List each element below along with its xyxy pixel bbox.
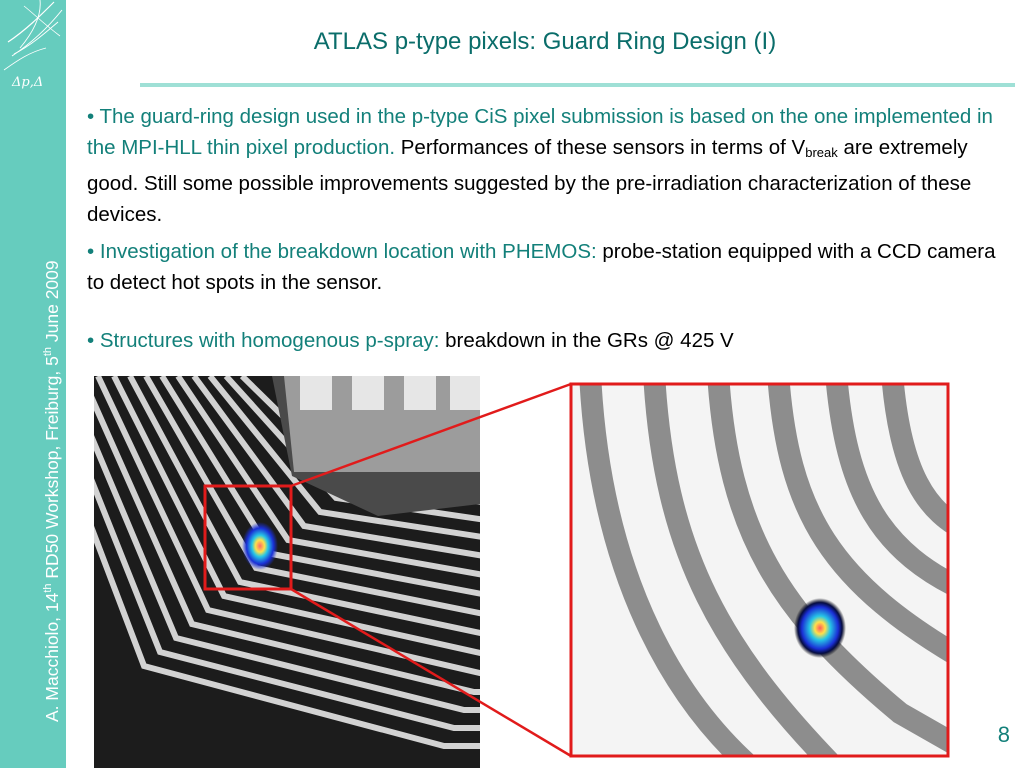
bullet-highlight: • The guard-ring design used in the p-ty… [87,105,993,159]
hot-spot-zoom-image [570,383,949,757]
title-divider [140,83,1015,87]
guard-ring-overview-image [94,376,480,768]
slide-title: ATLAS p-type pixels: Guard Ring Design (… [313,28,777,55]
footer-text: A. Macchiolo, 14th RD50 Workshop, Freibu… [42,260,62,722]
sidebar: Δp,Δ A. Macchiolo, 14th RD50 Workshop, F… [0,0,66,768]
logo-text: Δp,Δ [11,75,43,90]
page-number: 8 [997,722,1010,747]
bullet-guard-ring: • The guard-ring design used in the p-ty… [87,105,993,226]
logo-icon: Δp,Δ [3,0,63,90]
bullet-highlight: • Investigation of the breakdown locatio… [87,240,597,263]
bullet-highlight: • Structures with homogenous p-spray: [87,329,440,352]
bullet-p-spray: • Structures with homogenous p-spray: br… [87,329,734,352]
bullet-phemos: • Investigation of the breakdown locatio… [87,240,996,294]
